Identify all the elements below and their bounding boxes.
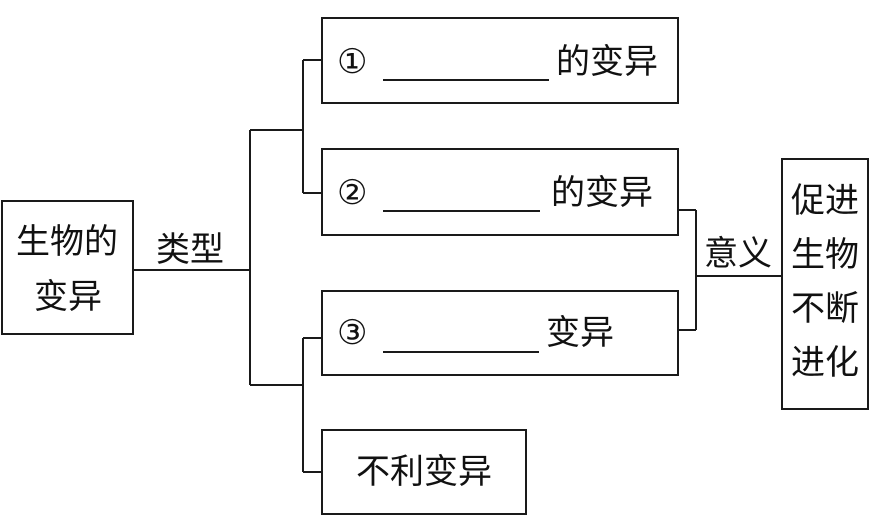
branch-1-marker: ①: [337, 42, 368, 82]
branch-3-blank: [383, 351, 539, 353]
branch-3-suffix: 变异: [546, 313, 614, 353]
branch-box-1: [321, 17, 679, 104]
branch-2-blank: [383, 210, 540, 212]
root-line-2: 变异: [34, 277, 102, 317]
branch-4-text: 不利变异: [356, 452, 492, 492]
branch-box-2: [321, 148, 679, 236]
type-label: 类型: [156, 230, 224, 270]
branch-box-3: [321, 290, 679, 376]
result-line-4: 进化: [791, 343, 859, 383]
meaning-label: 意义: [704, 234, 772, 274]
result-text: 促进 生物 不断 进化: [783, 174, 867, 390]
result-line-1: 促进: [791, 181, 859, 221]
root-line-1: 生物的: [16, 222, 118, 262]
branch-2-marker: ②: [337, 173, 368, 213]
branch-2-suffix: 的变异: [551, 173, 653, 213]
result-box: [781, 158, 869, 410]
root-box: [1, 200, 134, 335]
branch-box-4: [321, 429, 527, 515]
branch-3-marker: ③: [337, 313, 368, 353]
result-line-3: 不断: [791, 289, 859, 329]
result-line-2: 生物: [791, 235, 859, 275]
branch-1-suffix: 的变异: [556, 42, 658, 82]
branch-1-blank: [383, 79, 549, 81]
